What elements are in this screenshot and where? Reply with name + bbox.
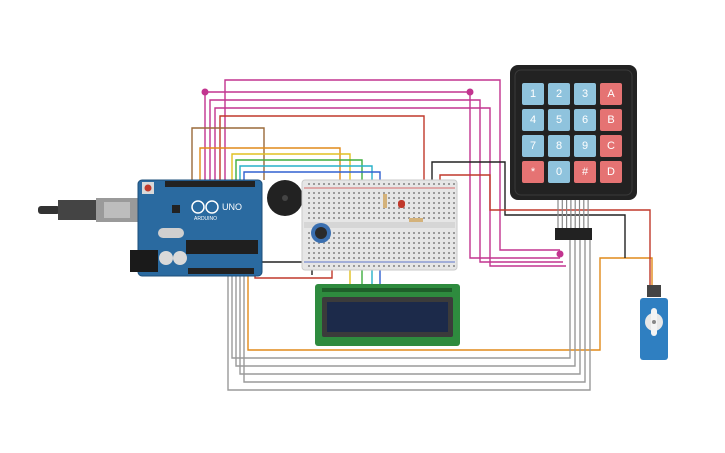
wire-magenta-1[interactable] <box>224 79 560 251</box>
wire-orange-servo[interactable] <box>247 257 653 351</box>
keypad-key-label: 5 <box>556 114 562 126</box>
wire-gray-3[interactable] <box>239 240 581 375</box>
wire-junctions <box>201 88 564 258</box>
keypad-key[interactable] <box>548 109 570 131</box>
keypad-key[interactable] <box>522 109 544 131</box>
keypad-key[interactable] <box>600 135 622 157</box>
keypad-key-label: # <box>582 166 589 178</box>
keypad-key[interactable] <box>522 135 544 157</box>
junction-dot <box>556 250 564 258</box>
keypad-key[interactable] <box>548 135 570 157</box>
junction-dot <box>201 88 209 96</box>
wire-gray-2[interactable] <box>235 240 576 367</box>
piezo-buzzer[interactable] <box>267 180 303 216</box>
keypad-key-label: 8 <box>556 140 562 152</box>
keypad-key-label: 2 <box>556 88 562 100</box>
power-analog-header[interactable] <box>188 268 254 274</box>
keypad-key[interactable] <box>548 161 570 183</box>
junction-dot <box>466 88 474 96</box>
arduino-uno-board[interactable]: ARDUINO UNO <box>130 179 263 277</box>
keypad-key[interactable] <box>522 161 544 183</box>
keypad-key-label: * <box>531 166 536 178</box>
keypad-key[interactable] <box>600 109 622 131</box>
keypad-key-label: D <box>607 166 615 178</box>
keypad-key-label: B <box>607 114 614 126</box>
power-jack[interactable] <box>130 250 158 272</box>
keypad-key-label: 3 <box>582 88 588 100</box>
keypad-key-label: C <box>607 140 615 152</box>
keypad-key-label: 0 <box>556 166 562 178</box>
keypad-key[interactable] <box>600 161 622 183</box>
keypad-keys: 1 2 3 A 4 5 6 B 7 8 9 C * 0 # D <box>522 83 622 183</box>
keypad-key[interactable] <box>574 83 596 105</box>
keypad-key[interactable] <box>548 83 570 105</box>
keypad-key-label: 7 <box>530 140 536 152</box>
servo-motor[interactable] <box>640 285 668 360</box>
keypad-key[interactable] <box>522 83 544 105</box>
wire-gray-5[interactable] <box>227 240 591 391</box>
keypad-key-label: 9 <box>582 140 588 152</box>
led[interactable] <box>398 200 405 208</box>
breadboard-holes <box>308 183 455 267</box>
wire-gray-1[interactable] <box>231 240 571 359</box>
wire-gray-4[interactable] <box>243 240 586 383</box>
digital-header[interactable] <box>165 181 255 187</box>
keypad-connector[interactable] <box>555 228 592 240</box>
usb-cable[interactable] <box>38 198 140 222</box>
breadboard[interactable] <box>301 179 458 271</box>
arduino-logo-icon <box>191 200 205 214</box>
keypad-key[interactable] <box>574 135 596 157</box>
potentiometer[interactable] <box>311 223 331 243</box>
wires <box>191 79 653 391</box>
wire-red-servo[interactable] <box>439 174 651 285</box>
atmega-chip <box>186 240 258 254</box>
keypad-key-label: 1 <box>530 88 536 100</box>
keypad-key[interactable] <box>574 161 596 183</box>
keypad-key-label: 6 <box>582 114 588 126</box>
wire-magenta-4[interactable] <box>214 107 566 267</box>
wire-magenta-3[interactable] <box>209 99 563 263</box>
arduino-brand-label: ARDUINO <box>194 216 217 222</box>
keypad-key-label: A <box>607 88 615 100</box>
keypad-4x4[interactable]: 1 2 3 A 4 5 6 B 7 8 9 C * 0 # D <box>510 65 637 240</box>
arduino-model-label: UNO <box>222 202 242 212</box>
keypad-key-label: 4 <box>530 114 536 126</box>
lcd-16x2[interactable] <box>315 284 460 346</box>
keypad-pins <box>557 200 589 228</box>
keypad-key[interactable] <box>600 83 622 105</box>
resistor[interactable] <box>383 194 423 222</box>
keypad-key[interactable] <box>574 109 596 131</box>
wire-black-top[interactable] <box>431 161 626 258</box>
